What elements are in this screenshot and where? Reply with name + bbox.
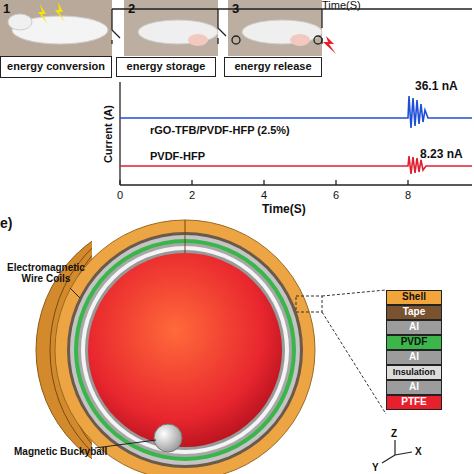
tick-label: 0 [110,189,130,201]
plot-axes [120,82,472,185]
node-text: Shell [402,292,426,303]
node-text: energy storage [127,61,206,73]
axis-title: Current (A) [102,92,114,176]
leader-lines-solid [70,288,156,448]
layer-box: Tape [386,305,442,320]
circuit-wires [112,9,472,44]
node-text: Tape [403,307,426,318]
tick-label: 6 [326,189,346,201]
panel-letter: e) [0,216,24,231]
blue-trace [120,96,472,128]
step-caption: energy storage [116,57,216,77]
node-text: energy release [234,61,311,73]
part-label: Electromagnetic Wire Coils [0,262,92,284]
axis-title: Time(S) [322,0,382,11]
layer-box: PTFE [386,395,442,410]
layer-box: Al [386,380,442,395]
node-text: Insulation [393,368,436,377]
node-text: Al [409,352,419,363]
step-caption: energy release [224,57,322,77]
axis-letter: Z [391,428,403,439]
layer-box: Insulation [386,365,442,380]
tick-label: 4 [254,189,274,201]
peak-value: 36.1 nA [415,80,471,93]
layer-box: Al [386,350,442,365]
sphere-cutaway [36,216,315,474]
axis-letter: Y [372,462,384,473]
layer-box: PVDF [386,335,442,350]
tick-label: 2 [182,189,202,201]
step-caption: energy conversion [0,56,112,78]
peak-value: 8.23 nA [420,148,474,161]
axis-triad [382,440,412,463]
step-number: 1 [3,2,17,16]
axis-title: Time(S) [262,203,332,216]
layer-box: Al [386,320,442,335]
spark-symbol [323,36,336,54]
step-number: 3 [232,2,246,16]
part-label: Magnetic Buckyball [14,446,114,457]
axis-letter: X [415,446,427,457]
layer-box: Shell [386,290,442,305]
node-text: PTFE [401,397,427,408]
leader-lines [296,290,386,414]
series-label: PVDF-HFP [150,150,250,162]
node-text: PVDF [401,337,428,348]
step-number: 2 [128,2,142,16]
node-text: Al [409,382,419,393]
node-text: energy conversion [7,61,105,73]
series-label: rGO-TFB/PVDF-HFP (2.5%) [150,124,320,136]
node-text: Al [409,322,419,333]
tick-label: 8 [398,189,418,201]
